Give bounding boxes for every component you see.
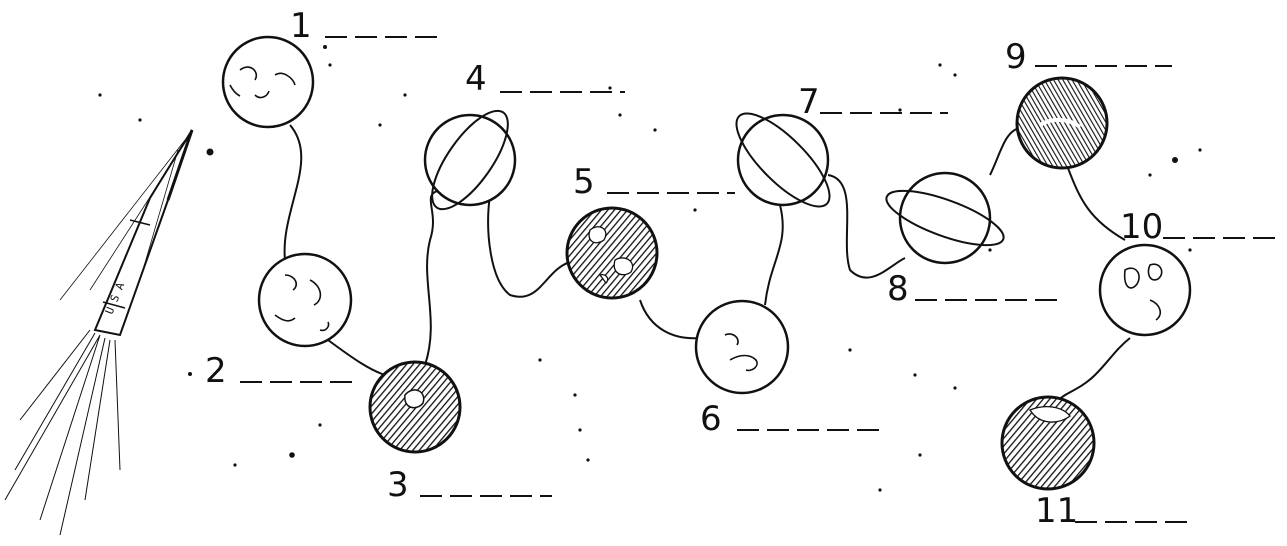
label-2-number: 2 [205,351,227,391]
label-5: 5 [573,162,735,202]
planet-11 [1000,395,1096,491]
star-dots [98,45,1202,492]
label-3-number: 3 [387,465,409,505]
planet-9 [1015,76,1109,170]
label-4: 4 [465,59,625,99]
planet-7 [735,112,831,208]
label-9: 9 [1005,37,1172,77]
planet-8 [885,171,1005,265]
label-7-number: 7 [798,82,820,122]
label-11-number: 11 [1035,491,1078,531]
orbit-path [283,124,1131,401]
planet-4 [423,109,517,211]
planet-5 [565,206,659,300]
planet-3 [368,360,462,454]
label-7: 7 [798,82,948,122]
planet-10 [1098,243,1192,337]
label-2: 2 [205,351,355,391]
label-11: 11 [1035,491,1195,531]
rocket-icon: U S A [4,129,194,536]
label-8: 8 [887,269,1060,309]
label-10: 10 [1120,207,1280,247]
label-6: 6 [700,399,880,439]
planet-1 [221,35,315,129]
planet-2 [257,252,353,348]
label-9-number: 9 [1005,37,1027,77]
label-8-number: 8 [887,269,909,309]
label-5-number: 5 [573,162,595,202]
label-1-number: 1 [290,6,312,46]
label-4-number: 4 [465,59,487,99]
planet-6 [694,299,790,395]
label-3: 3 [387,465,552,505]
label-10-number: 10 [1120,207,1163,247]
label-6-number: 6 [700,399,722,439]
label-1: 1 [290,6,440,46]
